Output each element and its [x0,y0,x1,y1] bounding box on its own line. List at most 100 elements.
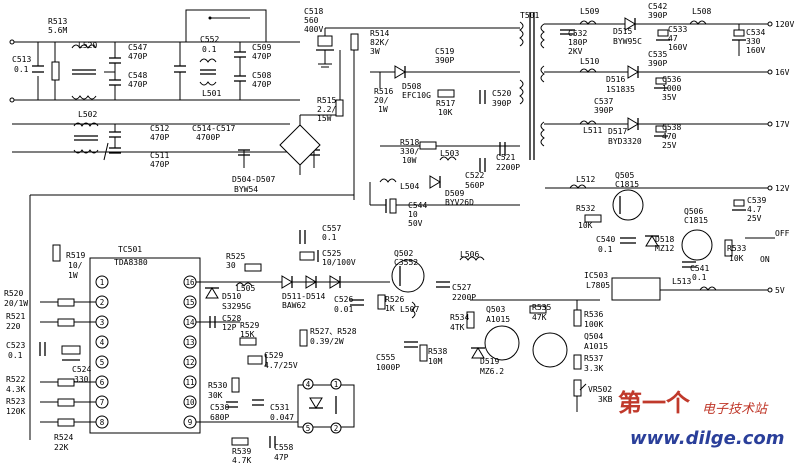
r520-value: 20/1W [4,299,28,308]
r514-power: 3W [370,47,380,56]
r515-power: 15W [317,114,332,123]
r518-value: 330/ [400,147,419,156]
c511-value: 470P [150,160,169,169]
c521-value: 2200P [496,163,520,172]
c527-ref: C527 [452,283,471,292]
c544-voltage: 50V [408,219,423,228]
l520-common-mode-choke: L520 [71,41,97,100]
r516-power: 1W [378,105,388,114]
watermark-url: www.dilge.com [630,428,785,449]
q503-ref: Q503 [486,305,505,314]
opto-pin-1: 1 [334,380,339,389]
d511-value: BAW62 [282,301,306,310]
c513-ref: C513 [12,55,31,64]
l501-ref: L501 [202,89,221,98]
c539-ref: C539 [747,196,766,205]
c533-value: 47 [668,34,678,43]
l503-ref: L503 [440,149,459,158]
r535-ref: R535 [532,303,551,312]
r517-ref: R517 [436,99,455,108]
r533-ref: R533 [727,244,746,253]
ic-left-components: R519 10/ 1W R520 20/1W R521 220 C523 0.1… [4,194,354,452]
rail-12v-label: 12V [775,184,790,193]
ic503-ref: IC503 [584,271,608,280]
r533-value: 10K [729,254,744,263]
feedback-section: C555 1000P R538 10M R534 4TK Q503 A1015 … [376,299,613,412]
c555-ref: C555 [376,353,395,362]
watermark: 第一个 电子技术站 www.dilge.com [618,388,785,449]
c519-value: 390P [435,56,454,65]
d516-value: 1S1835 [606,85,635,94]
l511-ref: L511 [583,126,602,135]
r537-value: 3.3K [584,364,603,373]
c535-value: 390P [648,59,667,68]
r516-ref: R516 [374,87,393,96]
off-label: OFF [775,229,790,238]
c525-value: 10/100V [322,258,356,267]
ic503-value: L7805 [586,281,610,290]
d517-ref: D517 [608,127,627,136]
c521-ref: C521 [496,153,515,162]
c541-ref: C541 [690,264,709,273]
l513-ref: L513 [672,277,691,286]
l504-ref: L504 [400,182,419,191]
rail-5v-label: 5V [775,286,785,295]
regulator-12v: L512 Q505 C1815 R532 10K C539 4.7 25V 12… [545,171,790,282]
secondary-17v: L511 D517 BYD3320 C537 390P C538 470 25V… [544,97,790,150]
c536-ref: C536 [662,75,681,84]
r539-ref: R539 [232,447,251,456]
c542-value: 390P [648,11,667,20]
tc501-ref: TC501 [118,245,142,254]
q502-value: C3552 [394,258,418,267]
r519-value: 10/ [68,261,83,270]
c520-value: 390P [492,99,511,108]
c547-value: 470P [128,52,147,61]
pin-12: 12 [185,358,194,367]
opto-pin-4: 4 [306,380,311,389]
d519-ref: D519 [480,357,499,366]
bridge-rectifier: D504-D507 BYW54 [232,115,321,194]
c508-value: 470P [252,80,271,89]
r538-ref: R538 [428,347,447,356]
c525-ref: C525 [322,249,341,258]
c528-ref: C528 [222,314,241,323]
r524-value: 22K [54,443,69,452]
c519-ref: C519 [435,47,454,56]
emi-filter-section: R513 5.6M C513 0.1 L520 C547 470P C548 4… [9,7,520,200]
r520-ref: R520 [4,289,23,298]
q503-value: A1015 [486,315,510,324]
r529-ref: R529 [240,321,259,330]
c514-ref: C514-C517 [192,124,236,133]
c513-value: 0.1 [14,65,29,74]
c532-value: 180P [568,38,587,47]
c531-value: 0.047 [270,413,294,422]
c547-ref: C547 [128,43,147,52]
c518-ref: C518 [304,7,323,16]
r515-value: 2.2/ [317,105,336,114]
r535-value: 47K [532,313,547,322]
q506-value: C1815 [684,216,708,225]
c535-ref: C535 [648,50,667,59]
c538-voltage: 25V [662,141,677,150]
l506-ref: L506 [460,250,479,259]
c529-ref: C529 [264,351,283,360]
pin-13: 13 [185,338,194,347]
c558-value: 47P [274,453,289,462]
c539-value: 4.7 [747,205,762,214]
r532-value: 10K [578,221,593,230]
c509-ref: C509 [252,43,271,52]
c524-value: 330 [74,375,89,384]
opto-pin-5: 5 [306,424,311,433]
c534-ref: C534 [746,28,765,37]
c541-value: 0.1 [692,273,707,282]
c534-value: 330 [746,37,761,46]
r529-value: 15K [240,330,255,339]
secondary-120v: L509 C532 180P 2KV D515 BYW95C C542 390P… [544,2,794,56]
regulator-5v: IC503 L7805 L513 5V [584,271,785,301]
c552-value: 0.1 [202,45,217,54]
r530-value: 30K [208,391,223,400]
d504-ref: D504-D507 [232,175,276,184]
q505-ref: Q505 [615,171,634,180]
pin-16: 16 [185,278,195,287]
pin-8: 8 [100,418,105,427]
